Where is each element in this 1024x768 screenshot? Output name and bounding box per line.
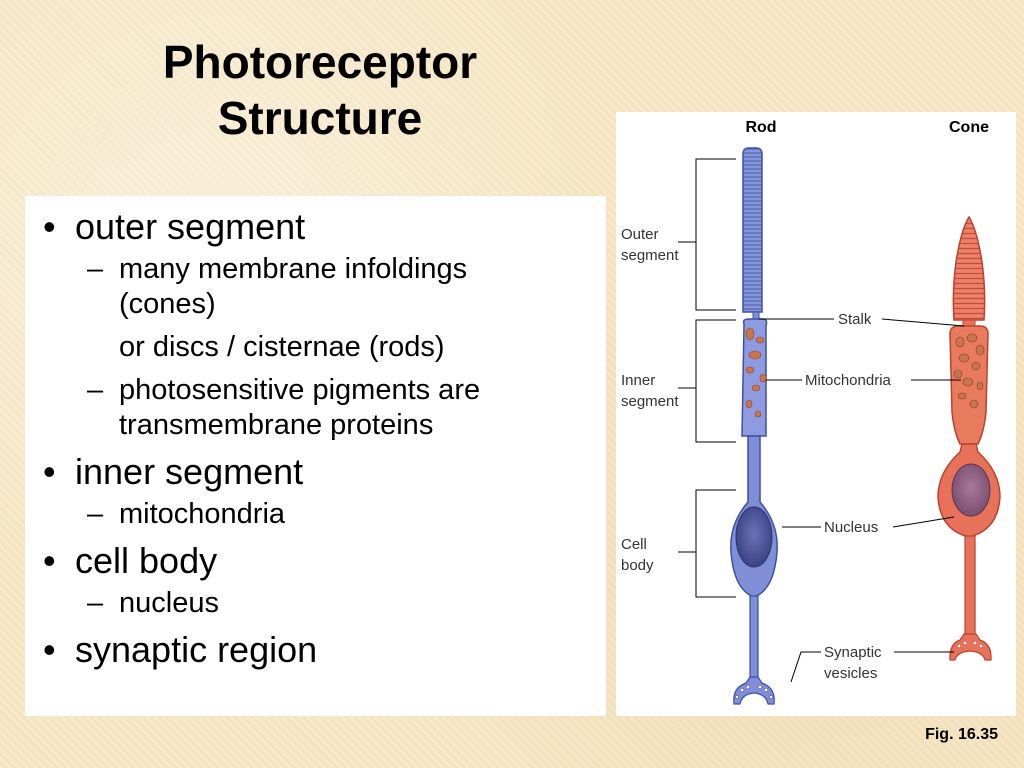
leader-lines — [759, 318, 965, 683]
bullet-cell-body: cell body nucleus — [35, 540, 596, 621]
cone-label: Cone — [949, 119, 989, 136]
outer-label-line-2: segment — [621, 247, 679, 264]
photoreceptor-diagram: Rod Cone — [621, 119, 1001, 705]
sub-list: nucleus — [75, 586, 596, 621]
cone-nucleus — [951, 463, 991, 517]
rod-nucleus — [735, 506, 773, 568]
region-brackets — [678, 158, 736, 598]
cone-synaptic-vesicles — [956, 640, 984, 649]
sub-list: many membrane infoldings (cones) or disc… — [75, 252, 596, 443]
sub-bullet-mitochondria: mitochondria — [75, 497, 596, 532]
cone-cell — [937, 215, 1001, 661]
rod-label: Rod — [745, 119, 776, 136]
bullet-panel: outer segment many membrane infoldings (… — [25, 196, 606, 716]
title-line-2: Structure — [217, 92, 423, 144]
stalk-label: Stalk — [838, 311, 872, 328]
mitochondria-label: Mitochondria — [805, 372, 892, 389]
sub-bullet-nucleus: nucleus — [75, 586, 596, 621]
rod-axon — [749, 595, 759, 679]
rod-synaptic-terminal — [733, 676, 775, 705]
sub-bullet-line: many membrane infoldings — [119, 253, 468, 285]
sub-bullet-line: nucleus — [119, 587, 219, 619]
sub-bullet-line: or discs / cisternae (rods) — [119, 331, 445, 363]
rod-outer-segment — [742, 147, 763, 313]
cone-axon — [964, 535, 976, 637]
figure-caption: Fig. 16.35 — [925, 726, 998, 743]
bullet-text: synaptic region — [75, 629, 318, 670]
nucleus-label: Nucleus — [824, 519, 878, 536]
body-label-line-2: body — [621, 557, 654, 574]
body-label-line-1: Cell — [621, 536, 647, 553]
sub-bullet-line: (cones) — [119, 288, 216, 320]
inner-label-line-2: segment — [621, 393, 679, 410]
cone-outer-segment — [952, 215, 986, 321]
cone-mitochondria — [953, 333, 985, 409]
sub-list: mitochondria — [75, 497, 596, 532]
sub-bullet-discs: or discs / cisternae (rods) — [75, 330, 596, 365]
part-labels: Stalk Mitochondria Nucleus Synaptic vesi… — [805, 311, 892, 682]
sub-bullet-line: transmembrane proteins — [119, 409, 434, 441]
bullet-synaptic-region: synaptic region — [35, 629, 596, 671]
title-line-1: Photoreceptor — [162, 36, 478, 88]
slide-title: Photoreceptor Structure — [120, 34, 520, 146]
bullet-text: outer segment — [75, 206, 306, 247]
region-labels: Outer segment Inner segment Cell body — [621, 226, 679, 574]
rod-cell — [730, 147, 778, 705]
sub-bullet-pigments: photosensitive pigments are transmembran… — [75, 373, 596, 443]
rod-synaptic-vesicles — [735, 684, 773, 699]
outer-label-line-1: Outer — [621, 226, 659, 243]
bullet-text: cell body — [75, 540, 218, 581]
sub-bullet-line: photosensitive pigments are — [119, 374, 481, 406]
bullet-text: inner segment — [75, 451, 304, 492]
bullet-list: outer segment many membrane infoldings (… — [35, 204, 596, 671]
inner-label-line-1: Inner — [621, 372, 655, 389]
photoreceptor-figure: Rod Cone — [616, 112, 1016, 716]
rod-mitochondria — [745, 327, 767, 418]
cone-synaptic-terminal — [949, 633, 992, 661]
synaptic-label-line-2: vesicles — [824, 665, 877, 682]
bullet-inner-segment: inner segment mitochondria — [35, 451, 596, 532]
synaptic-label-line-1: Synaptic — [824, 644, 882, 661]
sub-bullet-infoldings: many membrane infoldings (cones) — [75, 252, 596, 322]
sub-bullet-line: mitochondria — [119, 498, 286, 530]
bullet-outer-segment: outer segment many membrane infoldings (… — [35, 206, 596, 443]
